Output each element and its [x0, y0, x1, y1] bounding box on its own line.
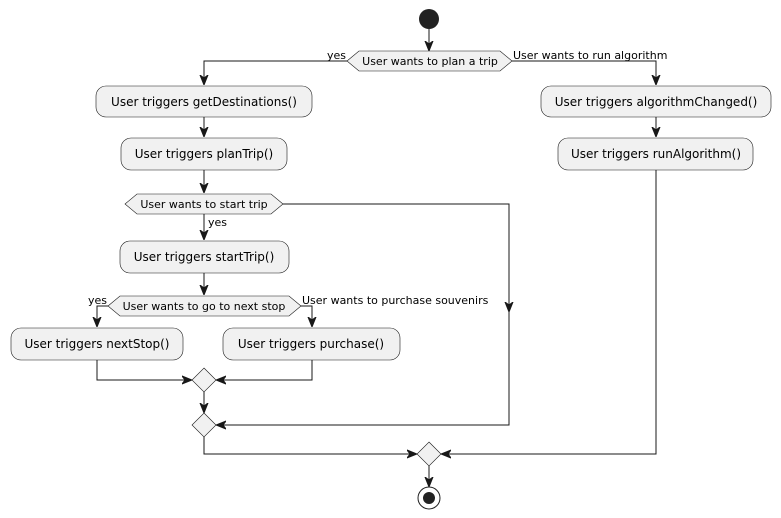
edge-label-next-stop-yes: yes — [88, 294, 107, 307]
edge-run-algorithm-to-final-merge — [441, 170, 657, 454]
merge-node-final — [416, 441, 442, 467]
end-node-inner — [423, 492, 435, 504]
activity-algorithm-changed-label: User triggers algorithmChanged() — [555, 95, 758, 109]
decision-plan-trip-question: User wants to plan a trip — [362, 55, 498, 68]
edge-label-purchase-souvenirs: User wants to purchase souvenirs — [302, 294, 489, 307]
activity-plan-trip-label: User triggers planTrip() — [135, 147, 273, 161]
edge-merge2-to-final-merge — [203, 437, 417, 454]
merge-node-1 — [191, 367, 217, 393]
edge-start-trip-else — [283, 203, 509, 312]
edge-label-run-algorithm: User wants to run algorithm — [513, 49, 667, 62]
edge-plan-else-to-algorithm-changed — [512, 60, 656, 85]
edge-label-plan-trip-yes: yes — [327, 49, 346, 62]
decision-next-stop-question: User wants to go to next stop — [123, 300, 286, 313]
edge-label-start-trip-yes: yes — [208, 216, 227, 229]
activity-get-destinations-label: User triggers getDestinations() — [111, 95, 297, 109]
edge-plan-yes-to-get-destinations — [204, 60, 347, 85]
edge-next-stop-to-merge1 — [96, 360, 192, 380]
activity-purchase-label: User triggers purchase() — [238, 337, 384, 351]
edge-purchase-to-merge1 — [216, 360, 313, 380]
activity-run-algorithm-label: User triggers runAlgorithm() — [571, 147, 741, 161]
edge-next-yes-to-next-stop — [97, 305, 108, 327]
edge-start-trip-else-to-merge — [216, 312, 510, 425]
decision-start-trip-question: User wants to start trip — [140, 198, 267, 211]
activity-next-stop-label: User triggers nextStop() — [25, 337, 170, 351]
end-node-outer — [417, 486, 441, 510]
start-node — [419, 9, 439, 29]
merge-node-2 — [191, 412, 217, 438]
edge-next-else-to-purchase — [301, 305, 312, 327]
activity-start-trip-label: User triggers startTrip() — [134, 250, 275, 264]
